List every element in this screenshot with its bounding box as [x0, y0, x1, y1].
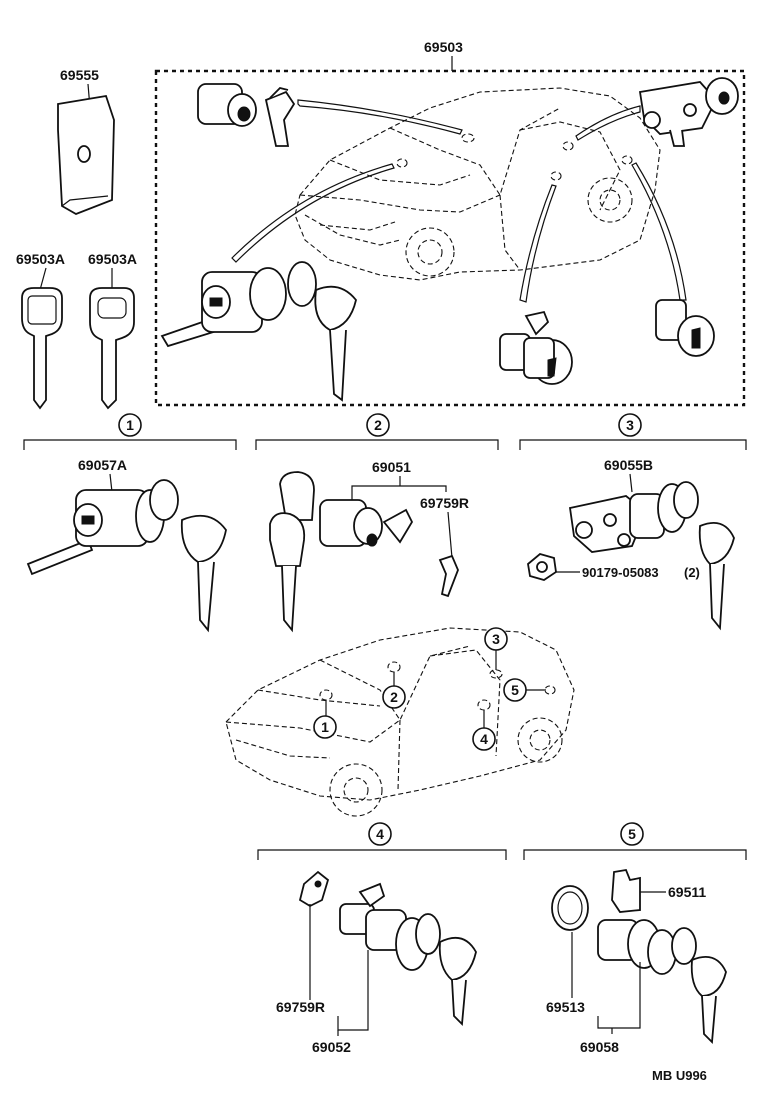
back-door-cylinder-drawing — [568, 481, 735, 631]
key-left-drawing — [21, 287, 63, 410]
label-69055B: 69055B — [604, 457, 653, 473]
set-69503-group: 69503 — [154, 39, 746, 407]
ignition-cylinder-drawing — [26, 479, 227, 633]
callout-3-car: 3 — [492, 631, 500, 647]
diagram-code: MB U996 — [652, 1068, 707, 1083]
label-69555: 69555 — [60, 67, 99, 83]
label-69503A-left: 69503A — [16, 251, 65, 267]
label-69052: 69052 — [312, 1039, 351, 1055]
label-69057A: 69057A — [78, 457, 127, 473]
top-backdoor-cylinder-drawing — [638, 77, 739, 147]
key-card-group: 69555 — [57, 67, 115, 215]
label-69503: 69503 — [424, 39, 463, 55]
label-69513: 69513 — [546, 999, 585, 1015]
callout-3-top: 3 — [626, 417, 634, 433]
label-69759R-bottom: 69759R — [276, 999, 325, 1015]
callout-4-car: 4 — [480, 731, 488, 747]
label-nut-qty: (2) — [684, 565, 700, 580]
section-1-group: 1 69057A — [23, 413, 237, 633]
set-69503-dashed-box — [154, 69, 746, 407]
callout-1-top: 1 — [126, 417, 134, 433]
key-right-drawing — [89, 287, 135, 410]
label-69051: 69051 — [372, 459, 411, 475]
section-5-group: 5 69511 69513 69058 — [523, 822, 747, 1055]
section-4-group: 4 69759R 69052 — [257, 822, 507, 1055]
callout-2-car: 2 — [390, 689, 398, 705]
top-ignition-drawing — [160, 261, 357, 402]
loose-keys-group: 69503A 69503A — [16, 251, 137, 410]
top-rear-door-cylinder-drawing — [499, 310, 573, 385]
callout-2-top: 2 — [374, 417, 382, 433]
section-2-group: 2 69051 69759R — [255, 413, 499, 633]
label-69058: 69058 — [580, 1039, 619, 1055]
rear-door-cylinder-drawing — [298, 870, 477, 1026]
car-top-drawing — [294, 87, 661, 281]
callout-5-bottom: 5 — [628, 826, 636, 842]
front-door-cylinder-drawing — [269, 471, 459, 633]
top-hatch-cylinder-drawing — [655, 299, 715, 357]
callout-5-car: 5 — [511, 682, 519, 698]
hatch-cylinder-drawing — [551, 868, 727, 1045]
label-69759R-top: 69759R — [420, 495, 469, 511]
callout-1-car: 1 — [321, 719, 329, 735]
car-middle-callouts: 1 2 3 4 5 — [313, 627, 546, 751]
callout-4-bottom: 4 — [376, 826, 384, 842]
nut-drawing — [527, 553, 557, 581]
top-door-cylinder-drawing — [197, 83, 296, 147]
label-90179-05083: 90179-05083 — [582, 565, 659, 580]
car-middle-drawing — [225, 627, 575, 817]
label-69503A-right: 69503A — [88, 251, 137, 267]
label-69511: 69511 — [668, 884, 706, 900]
section-3-group: 3 69055B 90179-05083 (2) — [519, 413, 747, 631]
